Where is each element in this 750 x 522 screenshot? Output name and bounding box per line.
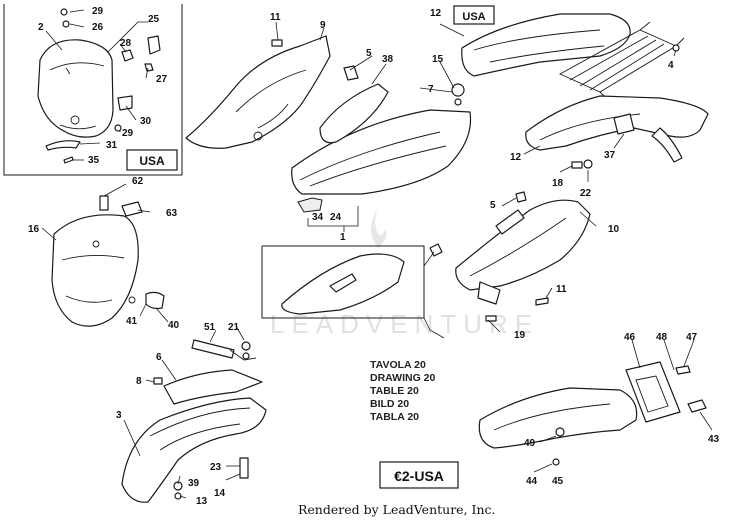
rear-fender-usa	[461, 13, 631, 77]
usa-top-label: USA	[462, 11, 485, 23]
drawing-reference-note: TAVOLA 20 DRAWING 20 TABLE 20 BILD 20 TA…	[370, 359, 436, 423]
side-cover-left	[185, 35, 331, 149]
callout: 31	[106, 140, 118, 151]
side-number-plate	[319, 83, 389, 144]
watermark: LEADVENTURE	[270, 208, 539, 339]
callout: 8	[136, 376, 142, 387]
callout-numbers: 29 26 2 25 28 27 30 29 31 35 11 9 5 38 1…	[28, 6, 720, 507]
callout: 35	[88, 155, 100, 166]
callout: 45	[552, 476, 564, 487]
callout: 5	[366, 48, 372, 59]
e2-usa-label: €2-USA	[394, 468, 444, 484]
e2-usa-badge	[379, 461, 459, 489]
front-fender	[121, 397, 267, 503]
callout: 14	[214, 488, 226, 499]
callout: 23	[210, 462, 222, 473]
callout: 9	[320, 20, 326, 31]
note-line-2: DRAWING 20	[370, 372, 436, 384]
callout: 5	[490, 200, 496, 211]
tail-section-usa: USA	[453, 5, 685, 101]
callout: 16	[28, 224, 40, 235]
usa-inset: USA	[3, 4, 183, 176]
side-cover-right	[455, 191, 591, 305]
callout: 40	[168, 320, 180, 331]
callout: 15	[432, 54, 444, 65]
note-line-4: BILD 20	[370, 398, 409, 410]
watermark-text: LEADVENTURE	[270, 309, 539, 339]
callout: 2	[38, 22, 44, 33]
callout: 34	[312, 212, 324, 223]
usa-inset-badge	[126, 149, 178, 171]
callout: 11	[556, 284, 567, 295]
usa-inset-label: USA	[139, 154, 165, 168]
callout: 62	[132, 176, 144, 187]
callout: 37	[604, 150, 616, 161]
callout: 39	[188, 478, 200, 489]
callout: 4	[668, 60, 674, 71]
license-plate-holder	[625, 361, 681, 423]
callout: 30	[140, 116, 152, 127]
seat-assembly	[291, 109, 472, 232]
callout: 49	[524, 438, 536, 449]
callout: 12	[430, 8, 442, 19]
callout: 13	[196, 496, 208, 507]
callout: 38	[382, 54, 394, 65]
callout: 3	[116, 410, 122, 421]
callout: 6	[156, 352, 162, 363]
callout: 47	[686, 332, 698, 343]
rear-fender-e2-usa: €2-USA	[379, 361, 707, 489]
callout: 1	[340, 232, 346, 243]
callout: 48	[656, 332, 668, 343]
drawing-20-inset	[261, 243, 445, 339]
callout: 28	[120, 38, 132, 49]
callout: 7	[428, 84, 434, 95]
callout: 12	[510, 152, 522, 163]
callout: 43	[708, 434, 720, 445]
callout: 25	[148, 14, 160, 25]
callout: 41	[126, 316, 138, 327]
callout: 21	[228, 322, 240, 333]
callout: 44	[526, 476, 538, 487]
usa-top-badge	[453, 5, 495, 25]
headlight-mask-16	[51, 195, 165, 327]
render-credit: Rendered by LeadVenture, Inc.	[298, 502, 495, 517]
callout: 29	[122, 128, 134, 139]
callout: 19	[514, 330, 526, 341]
fender-brackets	[153, 339, 263, 500]
headlight-mask-part	[37, 39, 114, 138]
watermark-flame-icon	[371, 208, 387, 248]
callout: 63	[166, 208, 178, 219]
tail-section	[525, 95, 709, 163]
callout: 11	[270, 12, 281, 23]
leader-lines	[41, 21, 713, 499]
callout: 26	[92, 22, 104, 33]
note-line-3: TABLE 20	[370, 385, 419, 397]
callout: 29	[92, 6, 104, 17]
callout: 27	[156, 74, 168, 85]
note-line-1: TAVOLA 20	[370, 359, 426, 371]
callout: 10	[608, 224, 620, 235]
callout: 22	[580, 188, 592, 199]
callout: 51	[204, 322, 216, 333]
seat-part	[291, 109, 472, 195]
callout: 46	[624, 332, 636, 343]
note-line-5: TABLA 20	[370, 411, 419, 423]
callout: 24	[330, 212, 342, 223]
callout: 18	[552, 178, 564, 189]
